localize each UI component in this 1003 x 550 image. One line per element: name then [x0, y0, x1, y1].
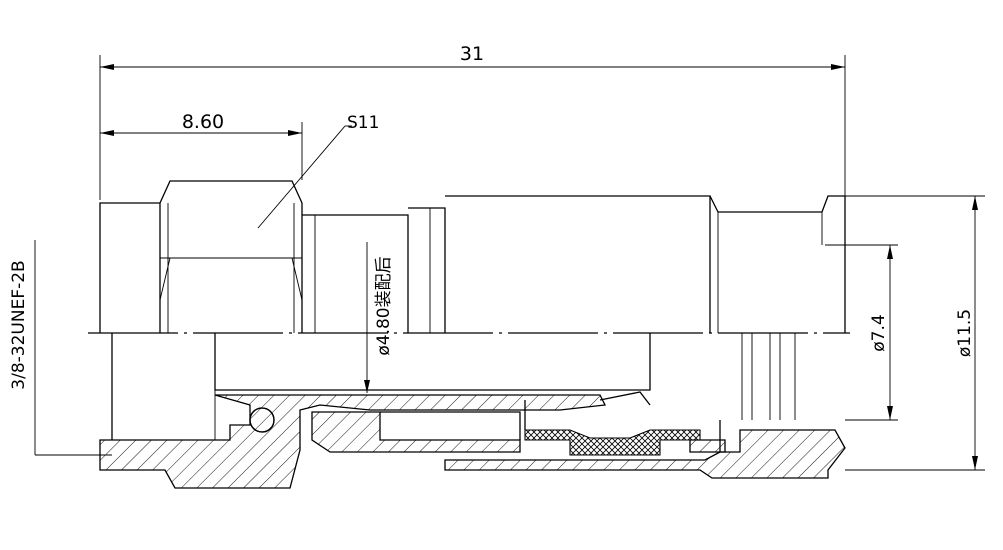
overall-length-label: 31	[460, 43, 484, 65]
dimension-outer-diameter: ø11.5	[845, 195, 985, 471]
hex-width-label: 8.60	[182, 111, 224, 133]
dimension-hex-width: 8.60	[100, 111, 303, 180]
inner-diameter-label: ø7.4	[869, 314, 889, 351]
bore-label: ø4.80装配后	[374, 256, 394, 355]
dimension-overall: 31	[99, 43, 846, 200]
connector-outline	[99, 180, 846, 420]
dimension-bore: ø4.80装配后	[364, 242, 394, 393]
dimension-hex-size: S11	[257, 113, 379, 229]
dimension-inner-diameter: ø7.4	[825, 244, 898, 421]
outer-diameter-label: ø11.5	[955, 309, 975, 357]
dimension-thread: 3/8-32UNEF-2B	[9, 240, 112, 456]
hex-size-label: S11	[347, 113, 379, 133]
thread-label: 3/8-32UNEF-2B	[9, 260, 29, 389]
connector-section	[99, 333, 846, 489]
